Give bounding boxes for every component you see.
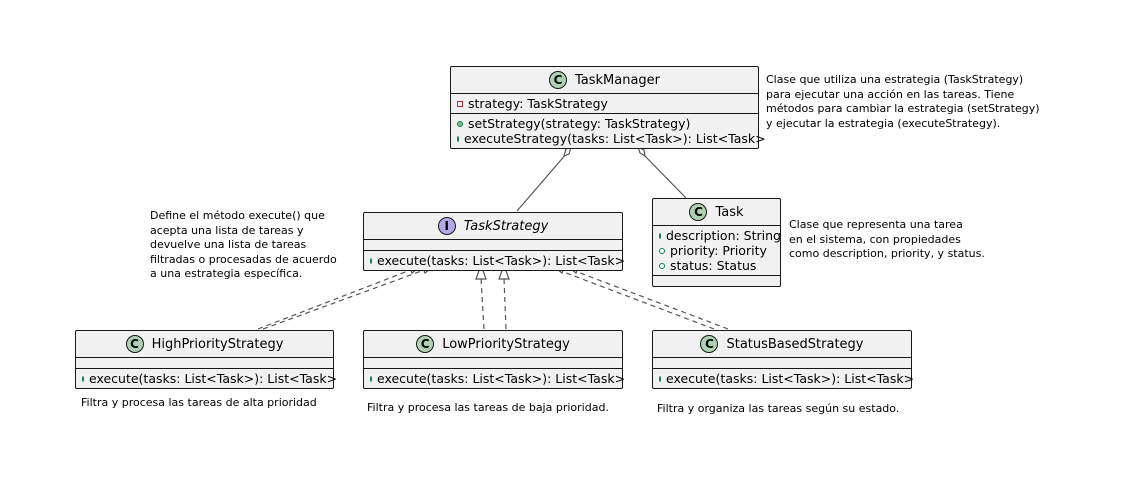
- fields-section: [76, 358, 333, 369]
- realization-line-status-1: [560, 270, 715, 330]
- note-taskmanager: Clase que utiliza una estrategia (TaskSt…: [766, 73, 1040, 130]
- private-icon: [457, 100, 463, 107]
- note-task: Clase que representa una tarea en el sis…: [789, 218, 985, 260]
- fields-section: [653, 358, 911, 369]
- public-method-icon: [659, 375, 661, 382]
- methods-section: execute(tasks: List<Task>): List<Task>: [76, 369, 337, 388]
- aggregation-diamond-task: [636, 145, 646, 158]
- class-c-icon: C: [548, 71, 567, 89]
- methods-section: execute(tasks: List<Task>): List<Task>: [364, 251, 625, 270]
- public-field-icon: [659, 262, 665, 269]
- public-field-icon: [659, 247, 665, 254]
- class-name: TaskStrategy: [463, 218, 549, 234]
- class-header: C TaskManager: [451, 67, 758, 94]
- aggregation-line-taskmanager-task: [641, 152, 687, 199]
- methods-section: execute(tasks: List<Task>): List<Task>: [653, 369, 914, 388]
- field-row: description: String: [659, 228, 781, 243]
- method-text: execute(tasks: List<Task>): List<Task>: [377, 253, 626, 268]
- class-task[interactable]: C Task description: String priority: Pri…: [652, 198, 781, 287]
- public-method-icon: [370, 375, 372, 382]
- realization-line-status-2: [574, 270, 729, 330]
- note-highprioritystrategy: Filtra y procesa las tareas de alta prio…: [81, 396, 317, 409]
- realization-line-high-2: [257, 268, 414, 330]
- realization-arrow-low-2: [498, 263, 510, 280]
- methods-section: setStrategy(strategy: TaskStrategy) exec…: [451, 114, 766, 148]
- methods-section: execute(tasks: List<Task>): List<Task>: [364, 369, 625, 388]
- fields-section: description: String priority: Priority s…: [653, 226, 781, 276]
- realization-line-low-1: [480, 277, 485, 330]
- note-statusbasedstrategy: Filtra y organiza las tareas según su es…: [657, 402, 900, 415]
- class-name: TaskManager: [574, 72, 661, 88]
- interface-taskstrategy[interactable]: I TaskStrategy execute(tasks: List<Task>…: [363, 212, 625, 271]
- class-name: StatusBasedStrategy: [726, 336, 864, 352]
- field-text: description: String: [666, 228, 781, 243]
- field-row: status: Status: [659, 258, 774, 273]
- class-header: C StatusBasedStrategy: [653, 331, 911, 358]
- class-name: LowPriorityStrategy: [442, 336, 570, 352]
- method-row: executeStrategy(tasks: List<Task>): List…: [457, 131, 766, 146]
- realization-line-high-1: [262, 268, 428, 330]
- field-text: strategy: TaskStrategy: [468, 96, 608, 111]
- class-taskmanager[interactable]: C TaskManager strategy: TaskStrategy set…: [450, 66, 766, 149]
- class-c-icon: C: [689, 203, 708, 221]
- class-name: Task: [715, 204, 744, 220]
- public-method-icon: [457, 135, 459, 142]
- public-method-icon: [82, 375, 84, 382]
- class-c-icon: C: [700, 335, 719, 353]
- fields-section: [364, 358, 622, 369]
- realization-arrow-low-1: [475, 263, 487, 280]
- class-c-icon: C: [125, 335, 144, 353]
- realization-line-low-2: [503, 277, 507, 330]
- class-header: C HighPriorityStrategy: [76, 331, 333, 358]
- fields-section: strategy: TaskStrategy: [451, 94, 758, 114]
- class-header: C Task: [653, 199, 780, 226]
- method-row: execute(tasks: List<Task>): List<Task>: [370, 253, 625, 268]
- method-row: setStrategy(strategy: TaskStrategy): [457, 116, 752, 131]
- class-header: C LowPriorityStrategy: [364, 331, 622, 358]
- method-text: setStrategy(strategy: TaskStrategy): [468, 116, 691, 131]
- class-highprioritystrategy[interactable]: C HighPriorityStrategy execute(tasks: Li…: [75, 330, 337, 389]
- public-field-icon: [659, 232, 661, 239]
- field-row: priority: Priority: [659, 243, 774, 258]
- methods-section: [653, 276, 780, 286]
- class-lowprioritystrategy[interactable]: C LowPriorityStrategy execute(tasks: Lis…: [363, 330, 625, 389]
- public-method-icon: [370, 257, 372, 264]
- method-text: execute(tasks: List<Task>): List<Task>: [89, 371, 338, 386]
- interface-i-icon: I: [437, 217, 456, 235]
- note-taskstrategy: Define el método execute() que acepta un…: [150, 209, 337, 280]
- field-row: strategy: TaskStrategy: [457, 96, 752, 111]
- field-text: priority: Priority: [670, 243, 767, 258]
- method-row: execute(tasks: List<Task>): List<Task>: [659, 371, 914, 386]
- class-header: I TaskStrategy: [364, 213, 622, 240]
- public-method-icon: [457, 120, 463, 127]
- class-c-icon: C: [416, 335, 435, 353]
- method-row: execute(tasks: List<Task>): List<Task>: [370, 371, 625, 386]
- method-row: execute(tasks: List<Task>): List<Task>: [82, 371, 337, 386]
- method-text: execute(tasks: List<Task>): List<Task>: [377, 371, 626, 386]
- class-statusbasedstrategy[interactable]: C StatusBasedStrategy execute(tasks: Lis…: [652, 330, 914, 389]
- method-text: executeStrategy(tasks: List<Task>): List…: [464, 131, 766, 146]
- field-text: status: Status: [670, 258, 757, 273]
- fields-section: [364, 240, 622, 251]
- aggregation-line-taskmanager-taskstrategy: [516, 152, 568, 212]
- note-lowprioritystrategy: Filtra y procesa las tareas de baja prio…: [367, 401, 609, 414]
- method-text: execute(tasks: List<Task>): List<Task>: [666, 371, 915, 386]
- class-name: HighPriorityStrategy: [151, 336, 284, 352]
